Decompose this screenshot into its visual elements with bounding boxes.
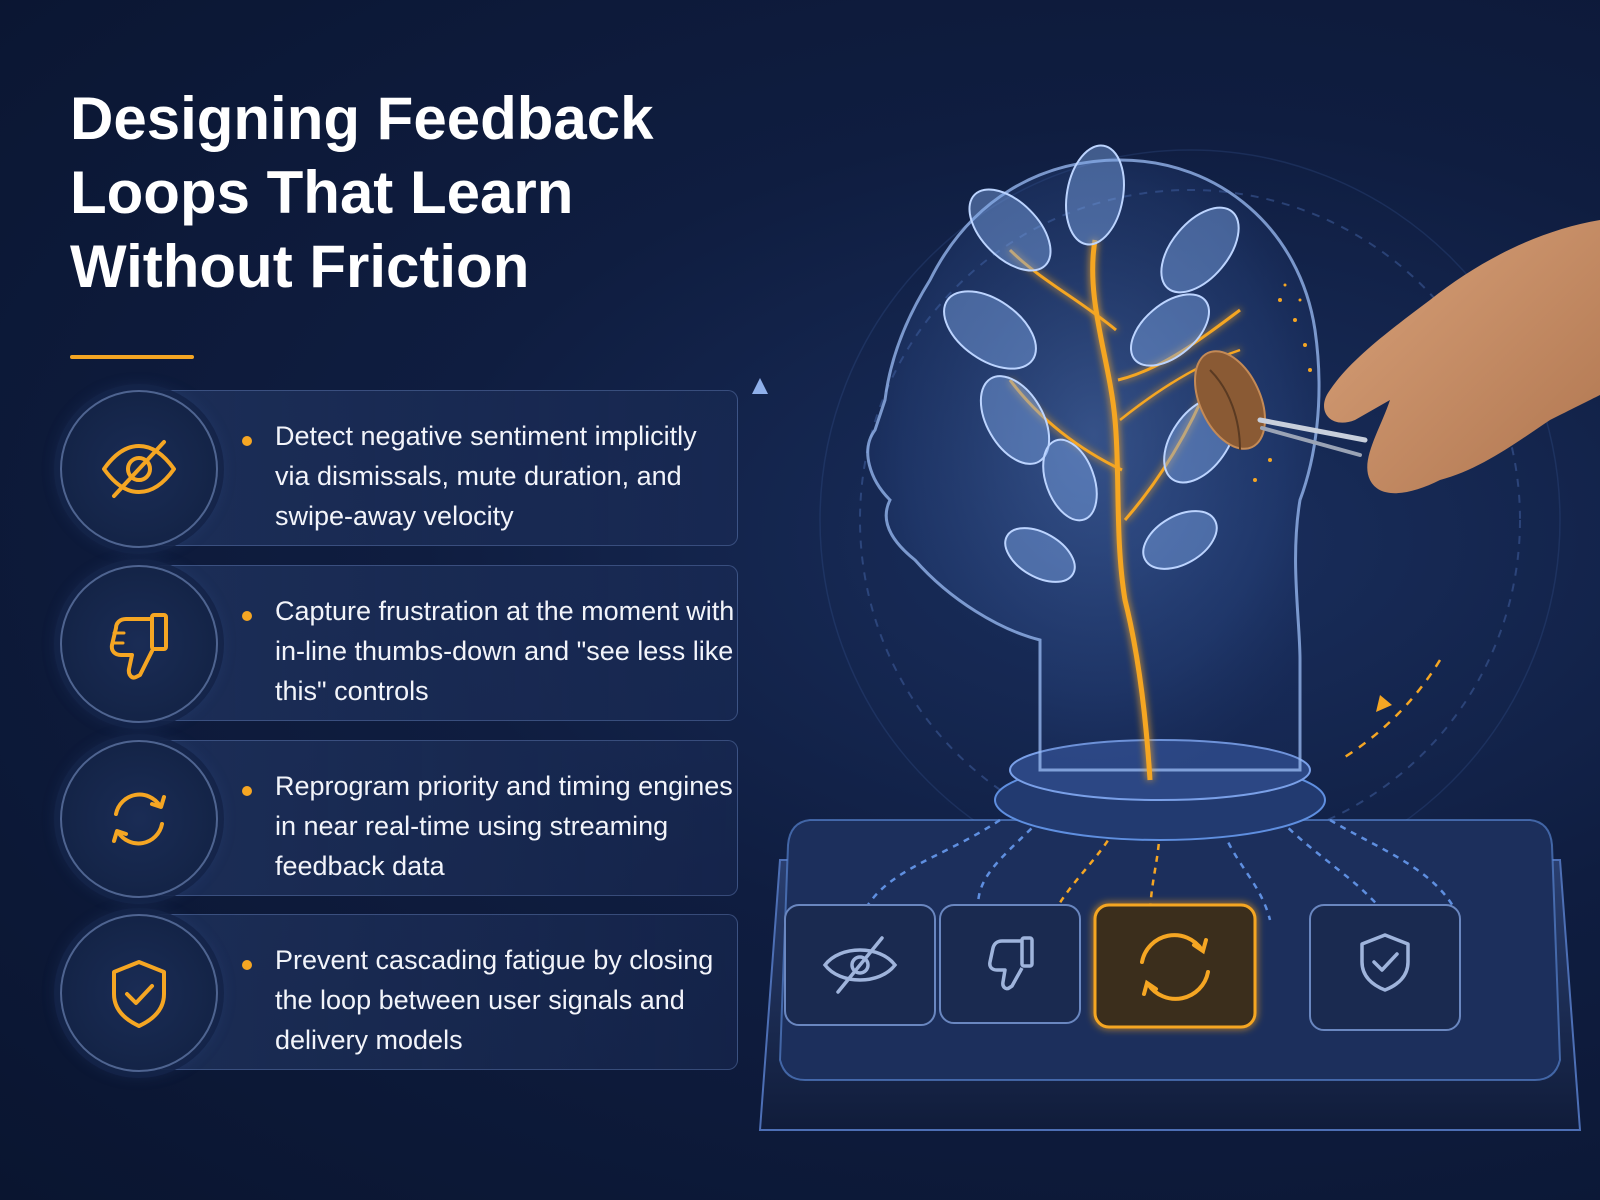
hand-with-tweezers bbox=[1257, 220, 1600, 494]
card-text: Prevent cascading fatigue by closing the… bbox=[275, 945, 714, 1055]
thumbs-down-icon bbox=[109, 613, 168, 680]
orbit-accent-arc bbox=[1339, 659, 1442, 762]
bullet-dot bbox=[242, 611, 252, 621]
refresh-cycle-icon bbox=[1140, 933, 1210, 1001]
platform-tile-refresh-active bbox=[1093, 903, 1257, 1029]
feature-card-reprogram: Reprogram priority and timing engines in… bbox=[60, 738, 738, 898]
card-text: Capture frustration at the moment with i… bbox=[275, 596, 735, 706]
eye-slash-icon bbox=[102, 440, 176, 498]
title-underline bbox=[70, 355, 194, 359]
title-line-2: Loops That Learn bbox=[70, 159, 574, 226]
plant-leaves bbox=[943, 144, 1240, 583]
title-line-3: Without Friction bbox=[70, 233, 530, 300]
head-plant-illustration bbox=[752, 144, 1600, 1131]
feature-card-thumbs-down: Capture frustration at the moment with i… bbox=[60, 563, 738, 723]
platform-tile-eye-slash bbox=[784, 904, 936, 1026]
card-text: Reprogram priority and timing engines in… bbox=[275, 771, 733, 881]
feature-card-dismissals: Detect negative sentiment implicitly via… bbox=[60, 388, 738, 548]
eye-slash-icon bbox=[822, 936, 898, 994]
card-panel bbox=[152, 390, 738, 546]
bullet-dot bbox=[242, 960, 252, 970]
bullet-dot bbox=[242, 786, 252, 796]
card-text: Detect negative sentiment implicitly via… bbox=[275, 421, 697, 531]
card-icon-circle bbox=[60, 390, 218, 548]
page-title: Designing Feedback Loops That Learn With… bbox=[70, 82, 790, 304]
card-icon-circle bbox=[60, 914, 218, 1072]
card-panel bbox=[152, 914, 738, 1070]
card-icon-circle bbox=[60, 740, 218, 898]
card-panel bbox=[152, 565, 738, 721]
glass-head bbox=[866, 158, 1321, 772]
thumbs-down-icon bbox=[988, 936, 1034, 991]
orbit-arrow-icon bbox=[752, 378, 768, 394]
shield-check-icon bbox=[1360, 933, 1410, 992]
platform-tile-thumbs-down bbox=[939, 904, 1081, 1024]
bullet-dot bbox=[242, 436, 252, 446]
card-icon-circle bbox=[60, 565, 218, 723]
feature-card-prevent-fatigue: Prevent cascading fatigue by closing the… bbox=[60, 912, 738, 1072]
orbit-arrow-icon bbox=[1376, 695, 1392, 712]
shield-check-icon bbox=[112, 960, 166, 1028]
title-line-1: Designing Feedback bbox=[70, 85, 654, 152]
card-panel bbox=[152, 740, 738, 896]
refresh-cycle-icon bbox=[112, 792, 166, 846]
sparkle-dots bbox=[1253, 283, 1312, 482]
platform-tile-shield-check bbox=[1309, 904, 1461, 1031]
